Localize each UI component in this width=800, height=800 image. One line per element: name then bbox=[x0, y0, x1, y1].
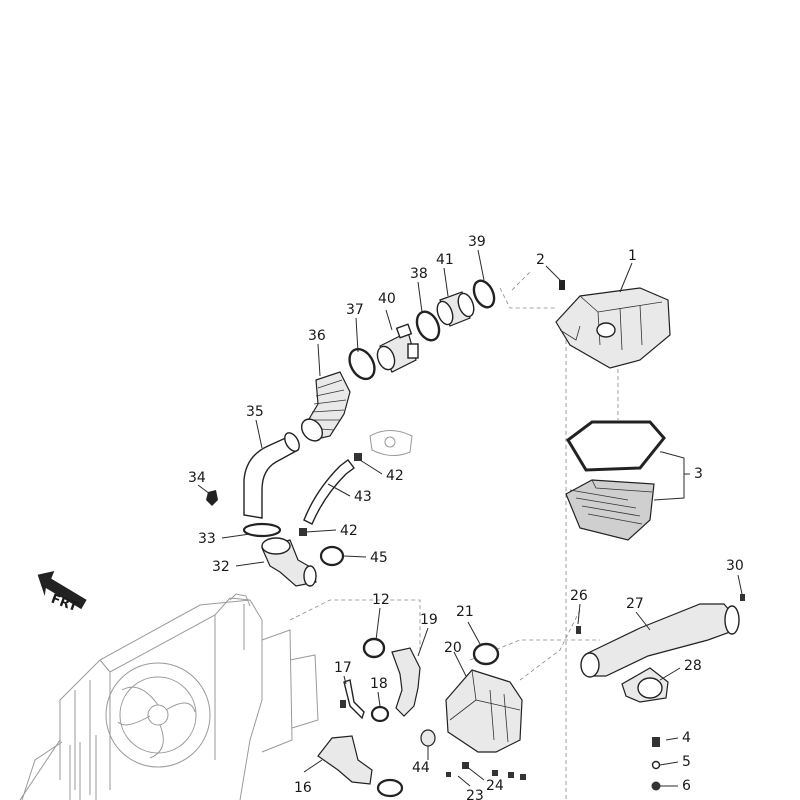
radiator-fan-assembly-drawing bbox=[19, 593, 421, 800]
hose-clamp bbox=[362, 637, 386, 659]
resonator-outline bbox=[369, 430, 413, 456]
air-cleaner-gasket bbox=[566, 420, 666, 472]
snorkel-bolt bbox=[740, 594, 745, 601]
callout-41: 41 bbox=[436, 252, 454, 268]
duct-connector bbox=[436, 291, 475, 327]
nut bbox=[651, 781, 661, 791]
callout-42-upper: 42 bbox=[386, 468, 404, 484]
callout-30: 30 bbox=[726, 558, 744, 574]
callout-17: 17 bbox=[334, 660, 352, 676]
mass-airflow-sensor bbox=[376, 323, 419, 373]
hose-clip bbox=[354, 453, 362, 461]
intake-duct-hose bbox=[243, 432, 300, 519]
o-ring bbox=[242, 522, 282, 538]
callout-16: 16 bbox=[294, 780, 312, 796]
air-filter-element bbox=[565, 479, 655, 541]
hose-clamp bbox=[472, 279, 496, 309]
callout-24: 24 bbox=[486, 778, 504, 794]
small-fasteners bbox=[446, 762, 526, 780]
callout-33: 33 bbox=[198, 531, 216, 547]
mounting-bolt bbox=[206, 490, 218, 506]
front-direction-arrow: FRT bbox=[37, 571, 87, 615]
hose-clamp bbox=[370, 705, 390, 723]
hose-clamp bbox=[319, 545, 345, 567]
callout-12: 12 bbox=[372, 592, 390, 608]
callout-5: 5 bbox=[682, 754, 691, 770]
inlet-seal bbox=[621, 667, 669, 703]
hose-clamp bbox=[472, 642, 500, 666]
callout-6: 6 bbox=[682, 778, 691, 794]
callout-34: 34 bbox=[188, 470, 206, 486]
callout-28: 28 bbox=[684, 658, 702, 674]
callout-45: 45 bbox=[370, 550, 388, 566]
lower-air-duct bbox=[317, 735, 373, 785]
callout-43: 43 bbox=[354, 489, 372, 505]
callout-42-lower: 42 bbox=[340, 523, 358, 539]
lower-clamp bbox=[376, 778, 404, 798]
cover-screw bbox=[559, 280, 565, 290]
callout-labels: 1 2 3 4 5 6 12 16 17 18 19 20 21 23 24 2… bbox=[188, 234, 744, 800]
air-cleaner-lower-case bbox=[445, 669, 523, 753]
callout-38: 38 bbox=[410, 266, 428, 282]
callout-37: 37 bbox=[346, 302, 364, 318]
callout-20: 20 bbox=[444, 640, 462, 656]
elbow-intake-hose bbox=[261, 537, 317, 587]
air-inlet-snorkel bbox=[580, 603, 740, 678]
callout-26: 26 bbox=[570, 588, 588, 604]
callout-40: 40 bbox=[378, 291, 396, 307]
pcv-pipe bbox=[340, 679, 365, 720]
air-cleaner-upper-cover bbox=[555, 287, 671, 369]
callout-leader-lines bbox=[197, 249, 743, 787]
callout-21: 21 bbox=[456, 604, 474, 620]
hose-clamp bbox=[415, 310, 441, 342]
callout-32: 32 bbox=[212, 559, 230, 575]
callout-2: 2 bbox=[536, 252, 545, 268]
callout-27: 27 bbox=[626, 596, 644, 612]
callout-23: 23 bbox=[466, 788, 484, 800]
hose-clip bbox=[299, 528, 307, 536]
corrugated-intake-hose bbox=[300, 371, 351, 442]
callout-39: 39 bbox=[468, 234, 486, 250]
hose-clamp bbox=[348, 347, 376, 381]
callout-18: 18 bbox=[370, 676, 388, 692]
breather-hose bbox=[303, 459, 355, 525]
callout-1: 1 bbox=[628, 248, 637, 264]
callout-3: 3 bbox=[694, 466, 703, 482]
callout-4: 4 bbox=[682, 730, 691, 746]
washer bbox=[651, 760, 661, 770]
s-shaped-hose bbox=[391, 647, 421, 717]
callout-35: 35 bbox=[246, 404, 264, 420]
duct-clip bbox=[576, 626, 581, 634]
callout-19: 19 bbox=[420, 612, 438, 628]
callout-36: 36 bbox=[308, 328, 326, 344]
bolt bbox=[652, 737, 660, 747]
rubber-grommet bbox=[420, 729, 436, 747]
callout-44: 44 bbox=[412, 760, 430, 776]
